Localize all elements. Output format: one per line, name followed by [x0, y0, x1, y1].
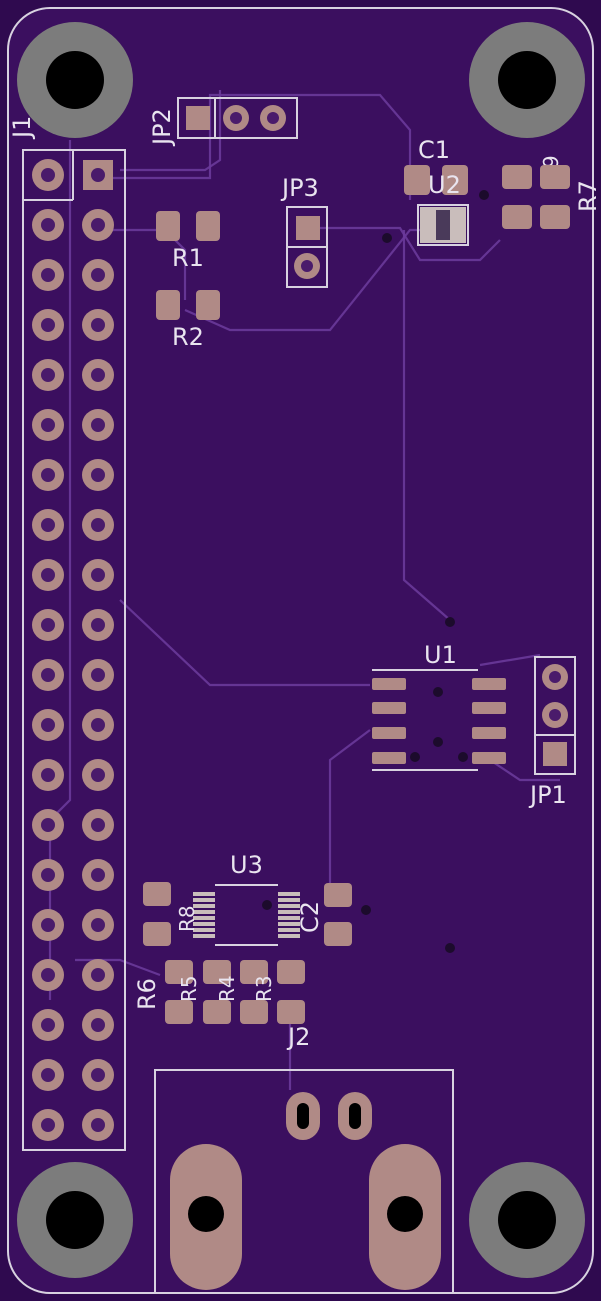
u3-pad [278, 892, 300, 896]
u3-pad [193, 898, 215, 902]
u3-label: U3 [230, 851, 263, 879]
j1-pin-hole [91, 1018, 105, 1032]
u3-pad [193, 892, 215, 896]
r7-label: R7 [574, 180, 601, 212]
j1-pin-hole [41, 818, 55, 832]
mounting-holes [17, 22, 585, 1278]
u3-chip: U3 [193, 851, 300, 946]
vias [262, 190, 489, 953]
r3-resistor: R3 [252, 960, 305, 1024]
r2-label: R2 [172, 323, 204, 351]
j1-pin-hole [41, 568, 55, 582]
r8-label: R8 [175, 905, 199, 932]
c1-capacitor: C1 [404, 136, 468, 195]
j1-pin-hole [41, 368, 55, 382]
j1-pin-hole [91, 718, 105, 732]
j1-pin-hole [41, 968, 55, 982]
u3-pad [193, 916, 215, 920]
j1-pin-hole [41, 418, 55, 432]
j1-pin-hole [91, 418, 105, 432]
jp1-label: JP1 [528, 781, 567, 809]
j2-power-jack: J2 [154, 1023, 454, 1293]
j1-pin-hole [91, 918, 105, 932]
r1-label: R1 [172, 244, 204, 272]
j1-pin-hole [41, 1068, 55, 1082]
u3-pad [193, 904, 215, 908]
j1-pin-hole [41, 218, 55, 232]
r6-resistor: R6 [133, 960, 193, 1024]
u3-pad [193, 910, 215, 914]
j1-pin-hole [91, 868, 105, 882]
j1-pin-hole [41, 718, 55, 732]
j1-pin-hole [91, 218, 105, 232]
u3-pad [278, 934, 300, 938]
u3-pad [278, 910, 300, 914]
u3-pad [278, 916, 300, 920]
j1-pin-hole [41, 1118, 55, 1132]
j1-pin-hole [41, 868, 55, 882]
j1-pin-hole [91, 818, 105, 832]
r2-resistor: R2 [156, 290, 220, 351]
j1-pin-hole [91, 368, 105, 382]
c1-label: C1 [418, 136, 450, 164]
j1-pin-hole [91, 968, 105, 982]
u3-pad [278, 898, 300, 902]
jp3-label: JP3 [280, 174, 319, 202]
u2-chip: U2 [417, 171, 469, 246]
j2-label: J2 [286, 1023, 310, 1051]
jp1-jumper: JP1 [528, 656, 576, 809]
j1-pin-hole [41, 168, 55, 182]
c2-label: C2 [296, 901, 324, 933]
j1-pin-hole [91, 518, 105, 532]
u3-pad [278, 904, 300, 908]
j1-pin-hole [91, 1068, 105, 1082]
u3-pad [278, 928, 300, 932]
j1-pin-hole [91, 468, 105, 482]
j1-pin-hole [91, 1118, 105, 1132]
j1-pin-hole [91, 668, 105, 682]
j1-pin-hole [41, 768, 55, 782]
u3-pad [193, 928, 215, 932]
r7-resistor: R7 [540, 165, 601, 229]
c2-capacitor: C2 [296, 883, 352, 946]
u2-label: U2 [428, 171, 461, 199]
j1-pin-hole [41, 918, 55, 932]
r4-label: R4 [215, 975, 239, 1002]
j1-pin-hole [41, 668, 55, 682]
r3-label: R3 [252, 975, 276, 1002]
u3-pad [278, 922, 300, 926]
r5-resistor: R5 [177, 960, 231, 1024]
j1-pin-hole [41, 268, 55, 282]
j1-label: J1 [8, 116, 36, 140]
jp2-jumper: JP2 [148, 97, 298, 147]
j1-pin-hole [91, 568, 105, 582]
r1-resistor: R1 [156, 211, 220, 272]
u1-chip: U1 [372, 641, 506, 771]
j1-pin-hole [41, 518, 55, 532]
j1-pin-hole [91, 168, 105, 182]
u1-label: U1 [424, 641, 457, 669]
j1-pin-hole [91, 618, 105, 632]
j1-pin-hole [41, 468, 55, 482]
j1-pin-hole [91, 768, 105, 782]
jp3-jumper: JP3 [280, 174, 328, 288]
j1-header: J1 [8, 116, 126, 1151]
j1-pin-hole [91, 318, 105, 332]
j1-pin-hole [41, 1018, 55, 1032]
u3-pad [193, 922, 215, 926]
r6-label: R6 [133, 978, 161, 1010]
r8-resistor: R8 [143, 882, 199, 946]
j1-pin-hole [91, 268, 105, 282]
u3-pad [193, 934, 215, 938]
j1-pin-hole [41, 618, 55, 632]
r4-resistor: R4 [215, 960, 268, 1024]
jp2-label: JP2 [148, 108, 176, 147]
r5-label: R5 [177, 975, 201, 1002]
j1-pin-hole [41, 318, 55, 332]
